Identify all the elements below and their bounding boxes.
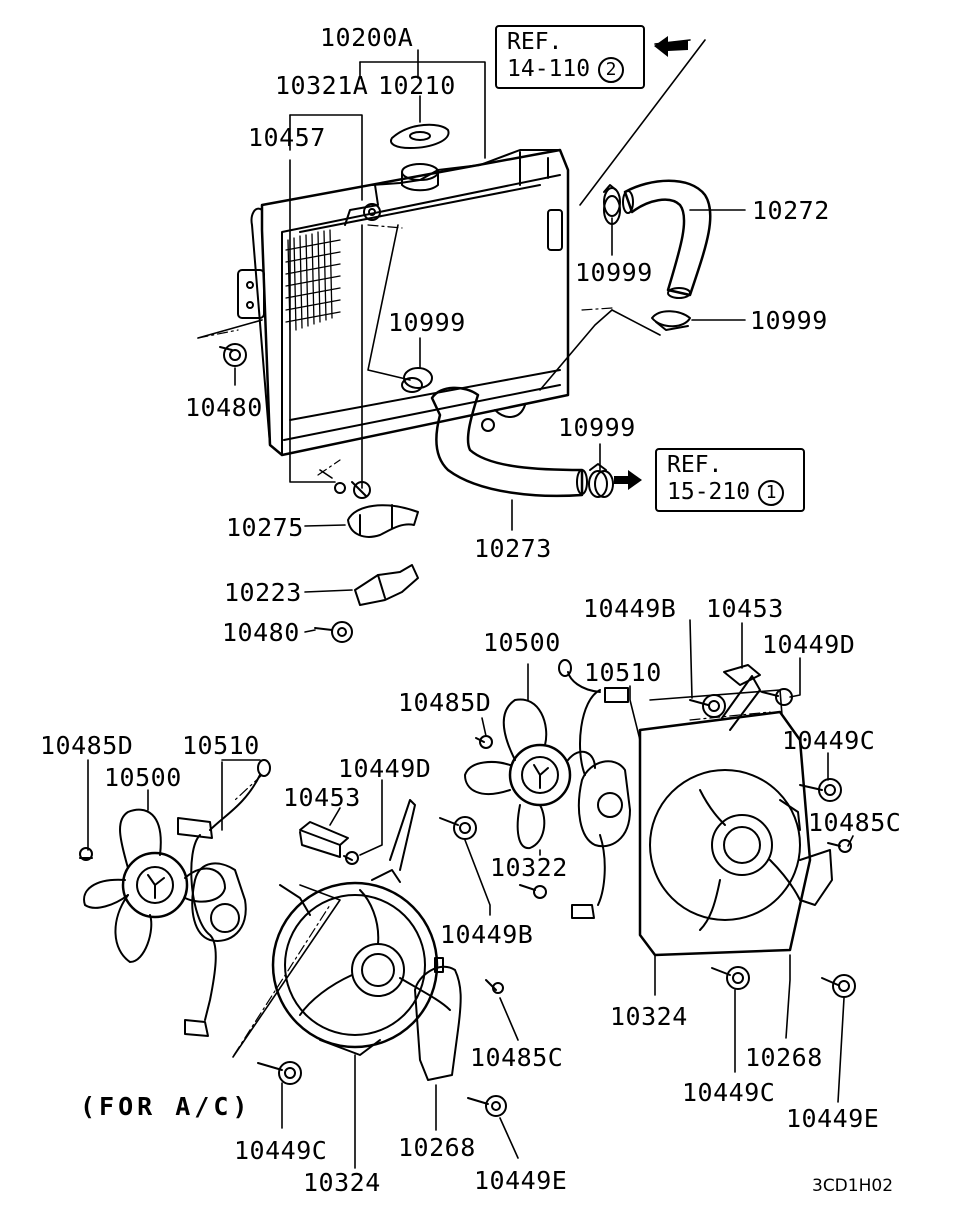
label-10510-right: 10510	[584, 658, 662, 687]
radiator	[237, 148, 570, 457]
label-10500-left: 10500	[104, 763, 182, 792]
alignment-lines	[197, 224, 771, 1056]
diagram-code: 3CD1H02	[812, 1176, 894, 1196]
label-10210: 10210	[378, 71, 456, 100]
label-10485C-left: 10485C	[470, 1043, 564, 1072]
ref-circle-number: 2	[598, 56, 625, 83]
right-bolts	[343, 688, 856, 998]
label-10500-right: 10500	[483, 628, 561, 657]
label-10324-left: 10324	[303, 1168, 381, 1197]
label-10324-right: 10324	[610, 1002, 688, 1031]
ref-number-row: 14-110 2	[507, 56, 635, 83]
label-10273: 10273	[474, 534, 552, 563]
label-10322: 10322	[490, 853, 568, 882]
right-shroud	[638, 664, 833, 957]
label-10449D-top: 10449D	[762, 630, 856, 659]
label-10999-lower: 10999	[558, 413, 636, 442]
label-10268-left: 10268	[398, 1133, 476, 1162]
label-10275: 10275	[226, 513, 304, 542]
label-10449B-mid: 10449B	[440, 920, 534, 949]
label-10321A: 10321A	[275, 71, 369, 100]
label-10480-upper: 10480	[185, 393, 263, 422]
label-10449C-left: 10449C	[234, 1136, 328, 1165]
label-10272: 10272	[752, 196, 830, 225]
left-side-bracket	[414, 957, 462, 1081]
label-10510-left: 10510	[182, 731, 260, 760]
left-shroud	[271, 799, 451, 1056]
label-10449B-top: 10449B	[583, 594, 677, 623]
label-10999-upper: 10999	[575, 258, 653, 287]
ref-box-15-210: REF. 15-210 1	[655, 448, 805, 512]
label-10485D-right: 10485D	[398, 688, 492, 717]
leader-lines	[87, 39, 854, 1169]
upper-hose	[622, 179, 712, 299]
ref-label: REF.	[507, 29, 563, 55]
label-10449C-right-bottom: 10449C	[682, 1078, 776, 1107]
label-10449C-right: 10449C	[782, 726, 876, 755]
label-10453-left: 10453	[283, 783, 361, 812]
cap-gasket	[390, 123, 450, 149]
label-10200A: 10200A	[320, 23, 414, 52]
label-10449D-left: 10449D	[338, 754, 432, 783]
label-10480-lower: 10480	[222, 618, 300, 647]
label-10453-top: 10453	[706, 594, 784, 623]
label-10999-center: 10999	[388, 308, 466, 337]
direction-arrows	[614, 36, 688, 490]
label-10223: 10223	[224, 578, 302, 607]
hose-clamps	[401, 184, 691, 498]
label-10449E-left: 10449E	[474, 1166, 568, 1195]
label-10268-right: 10268	[745, 1043, 823, 1072]
label-10485C-right: 10485C	[808, 808, 902, 837]
ref-box-14-110: REF. 14-110 2	[495, 25, 645, 89]
left-fan	[79, 759, 271, 1037]
ref-label: REF.	[667, 452, 723, 478]
ref-section: 15-210	[667, 479, 751, 505]
ref-number-row: 15-210 1	[667, 479, 795, 506]
label-10449E-right: 10449E	[786, 1104, 880, 1133]
ref-section: 14-110	[507, 56, 591, 82]
lower-hose	[430, 386, 588, 498]
label-10485D-left: 10485D	[40, 731, 134, 760]
radiator-mounts	[219, 343, 419, 643]
right-fan	[464, 659, 631, 919]
left-bolts	[257, 979, 507, 1117]
ref-circle-number: 1	[758, 479, 785, 506]
label-10457: 10457	[248, 123, 326, 152]
label-10999-right: 10999	[750, 306, 828, 335]
for-ac-note: (FOR A/C)	[80, 1092, 252, 1121]
